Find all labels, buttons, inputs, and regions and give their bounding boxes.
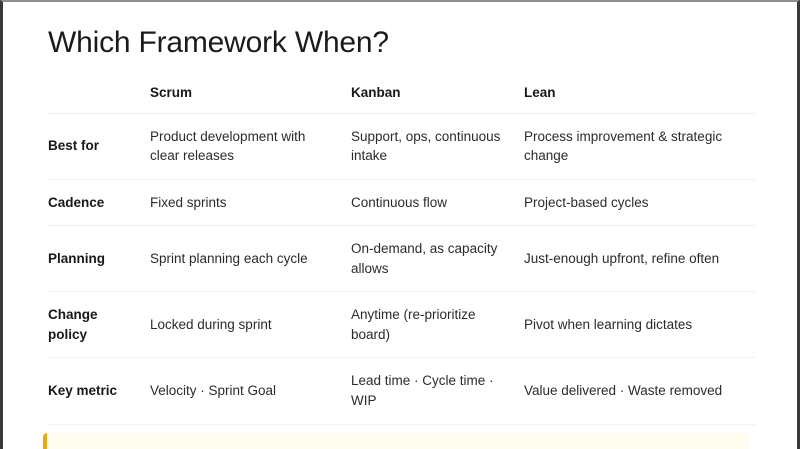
cell-planning-kanban: On-demand, as capacity allows — [351, 241, 498, 276]
cell-planning-lean: Just-enough upfront, refine often — [524, 251, 720, 267]
cell-planning-scrum: Sprint planning each cycle — [150, 251, 308, 267]
table-header: Scrum Kanban Lean — [48, 84, 755, 114]
table-row: Change policy Locked during sprint Anyti… — [48, 292, 755, 358]
cell-key-metric-scrum: Velocity · Sprint Goal — [150, 383, 277, 399]
cell-best-for-kanban: Support, ops, continuous intake — [351, 128, 501, 164]
callout-box — [43, 433, 750, 449]
column-header-blank — [48, 84, 150, 113]
table-body: Best for Product development with clear … — [48, 113, 755, 425]
table-header-row: Scrum Kanban Lean — [48, 84, 755, 114]
table-row: Best for Product development with clear … — [48, 113, 755, 180]
cell-cadence-kanban: Continuous flow — [351, 194, 448, 210]
cell-change-policy-kanban: Anytime (re-prioritize board) — [351, 307, 476, 342]
cell-change-policy-lean: Pivot when learning dictates — [524, 317, 693, 333]
table-row: Planning Sprint planning each cycle On-d… — [48, 226, 755, 292]
cell-change-policy-scrum: Locked during sprint — [150, 317, 272, 333]
table-row: Key metric Velocity · Sprint Goal Lead t… — [48, 358, 755, 425]
page-title: Which Framework When? — [48, 26, 389, 59]
slide-canvas: Which Framework When? Scrum Kanban Lean … — [3, 2, 797, 449]
column-header-lean: Lean — [524, 85, 556, 100]
cell-cadence-lean: Project-based cycles — [524, 194, 649, 210]
row-label-cadence: Cadence — [48, 194, 105, 210]
cell-cadence-scrum: Fixed sprints — [150, 194, 227, 210]
row-label-planning: Planning — [48, 251, 105, 267]
cell-best-for-scrum: Product development with clear releases — [150, 128, 306, 164]
framework-comparison-table: Scrum Kanban Lean Best for Product devel… — [48, 84, 755, 425]
cell-best-for-lean: Process improvement & strategic change — [524, 128, 723, 164]
table-row: Cadence Fixed sprints Continuous flow Pr… — [48, 179, 755, 226]
cell-key-metric-kanban: Lead time · Cycle time · WIP — [351, 373, 494, 409]
cell-key-metric-lean: Value delivered · Waste removed — [524, 383, 723, 399]
column-header-scrum: Scrum — [150, 85, 193, 100]
column-header-kanban: Kanban — [351, 85, 401, 100]
row-label-key-metric: Key metric — [48, 383, 118, 399]
row-label-best-for: Best for — [48, 138, 100, 154]
row-label-change-policy: Change policy — [48, 307, 98, 342]
